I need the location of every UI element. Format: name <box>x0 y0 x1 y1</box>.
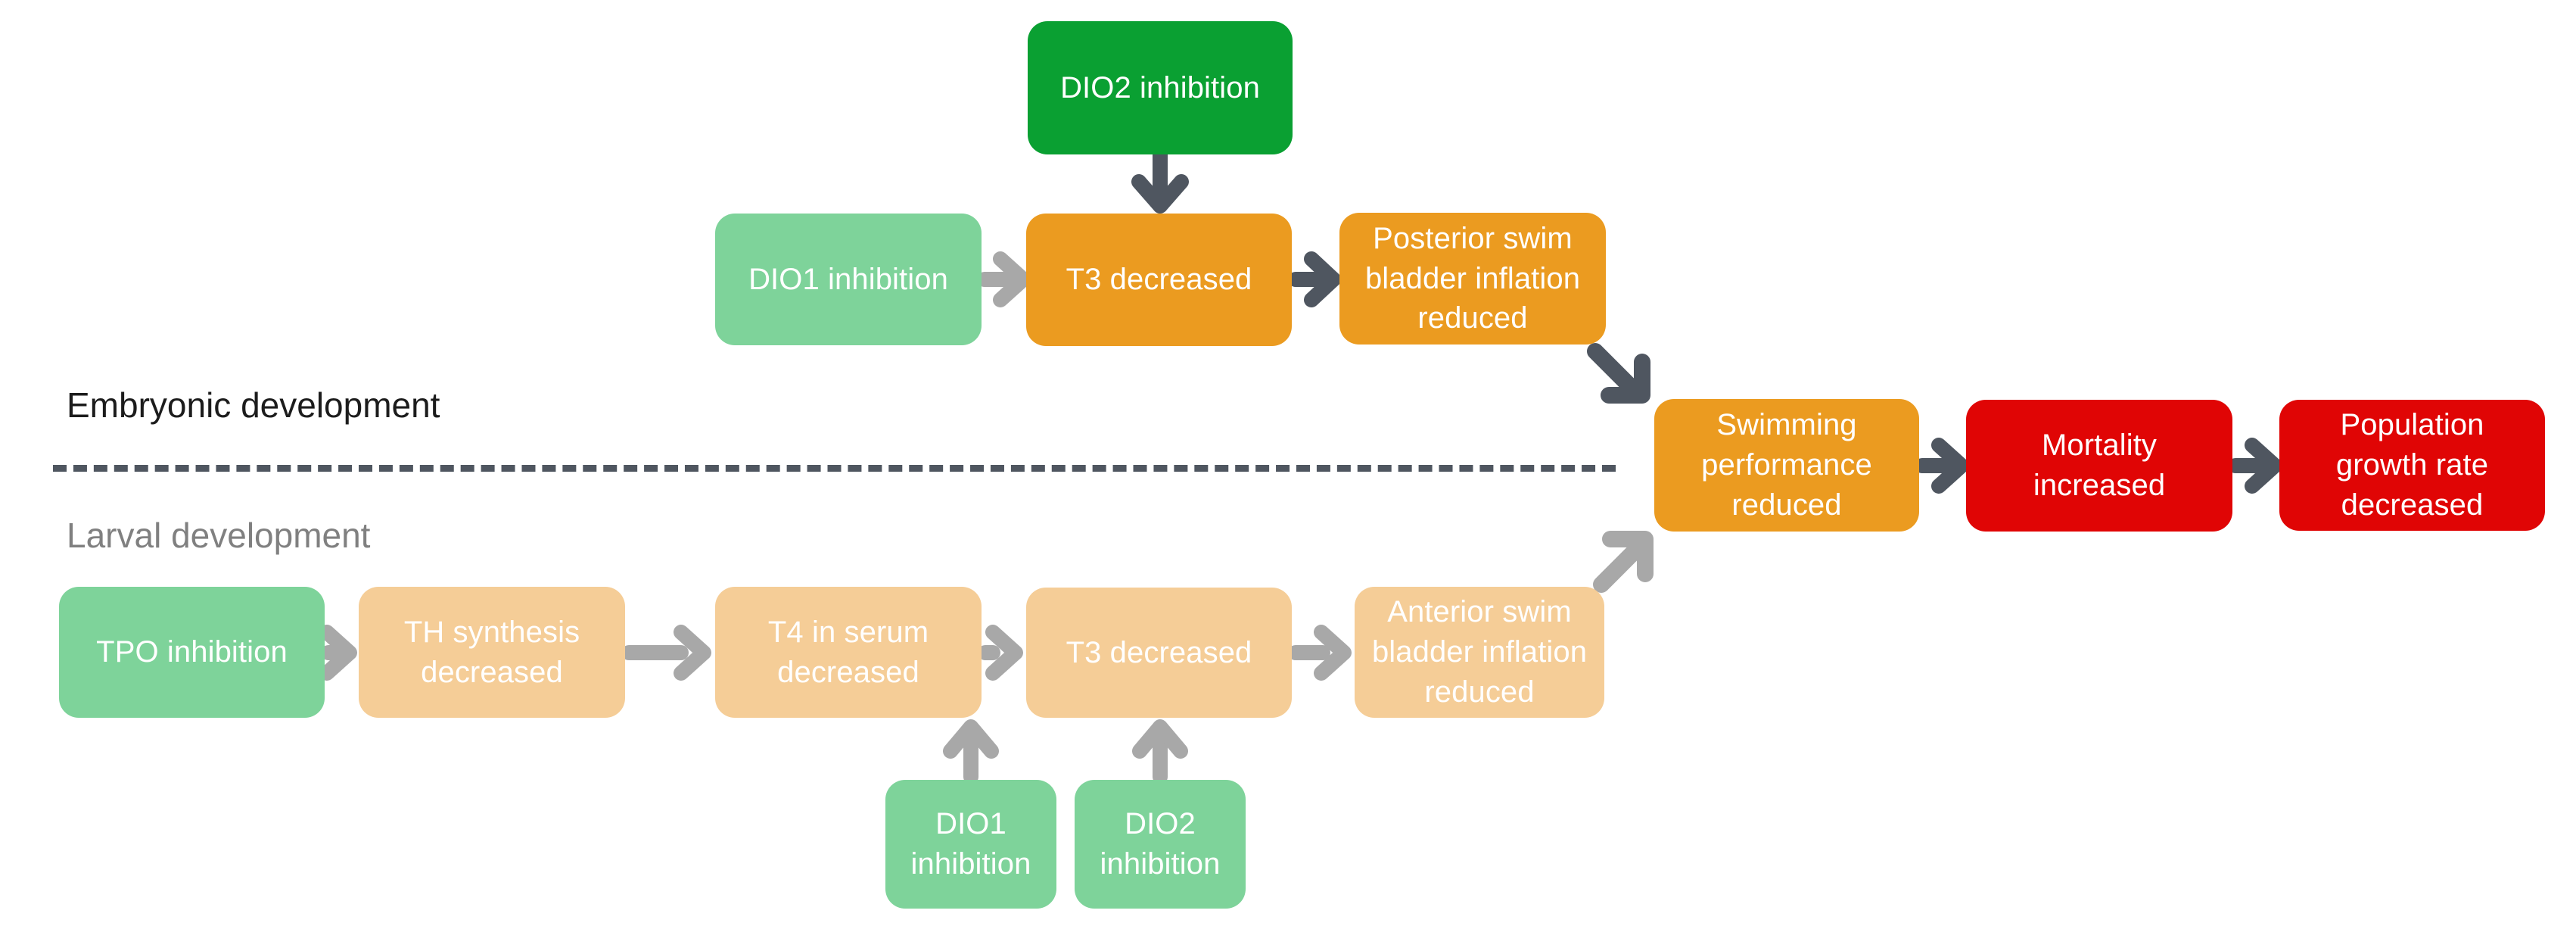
arrow-swimming-to-mortality <box>1915 438 1969 494</box>
section-label-larval: Larval development <box>67 516 371 555</box>
node-population-growth-rate-decreased[interactable]: Population growth rate decreased <box>2279 400 2545 531</box>
node-dio2-inhibition-larval[interactable]: DIO2 inhibition <box>1075 780 1246 909</box>
node-dio1-inhibition-larval[interactable]: DIO1 inhibition <box>885 780 1056 909</box>
arrow-mortality-to-population <box>2228 438 2282 494</box>
stage-divider <box>53 465 1616 472</box>
section-label-embryonic: Embryonic development <box>67 385 440 425</box>
arrow-t3-embryo-to-posterior <box>1288 251 1341 307</box>
node-tpo-inhibition[interactable]: TPO inhibition <box>59 587 325 718</box>
node-swimming-performance-reduced[interactable]: Swimming performance reduced <box>1654 399 1919 532</box>
arrow-th-to-t4 <box>621 625 711 681</box>
node-th-synthesis-decreased[interactable]: TH synthesis decreased <box>359 587 625 718</box>
arrow-dio2-embryo-to-t3 <box>1131 147 1189 214</box>
node-dio2-inhibition-embryonic[interactable]: DIO2 inhibition <box>1028 21 1293 154</box>
arrow-dio2-larval-to-t3 <box>1132 719 1188 784</box>
node-dio1-inhibition-embryonic[interactable]: DIO1 inhibition <box>715 214 982 345</box>
node-t3-decreased-larval[interactable]: T3 decreased <box>1026 588 1292 718</box>
arrow-t3-to-anterior <box>1288 625 1352 681</box>
arrow-anterior-to-swimming <box>1593 531 1654 593</box>
arrow-posterior-to-swimming <box>1587 343 1650 404</box>
node-t4-in-serum-decreased[interactable]: T4 in serum decreased <box>715 587 982 718</box>
node-posterior-swim-bladder-inflation-reduced[interactable]: Posterior swim bladder inflation reduced <box>1339 213 1606 345</box>
arrow-dio1-embryo-to-t3 <box>977 251 1031 307</box>
node-mortality-increased[interactable]: Mortality increased <box>1966 400 2232 532</box>
node-t3-decreased-embryonic[interactable]: T3 decreased <box>1026 214 1292 346</box>
arrow-dio1-larval-to-t3 <box>943 719 999 784</box>
arrow-tpo-to-th <box>319 625 357 681</box>
node-anterior-swim-bladder-inflation-reduced[interactable]: Anterior swim bladder inflation reduced <box>1355 587 1604 718</box>
arrow-t4-to-t3 <box>978 625 1023 681</box>
